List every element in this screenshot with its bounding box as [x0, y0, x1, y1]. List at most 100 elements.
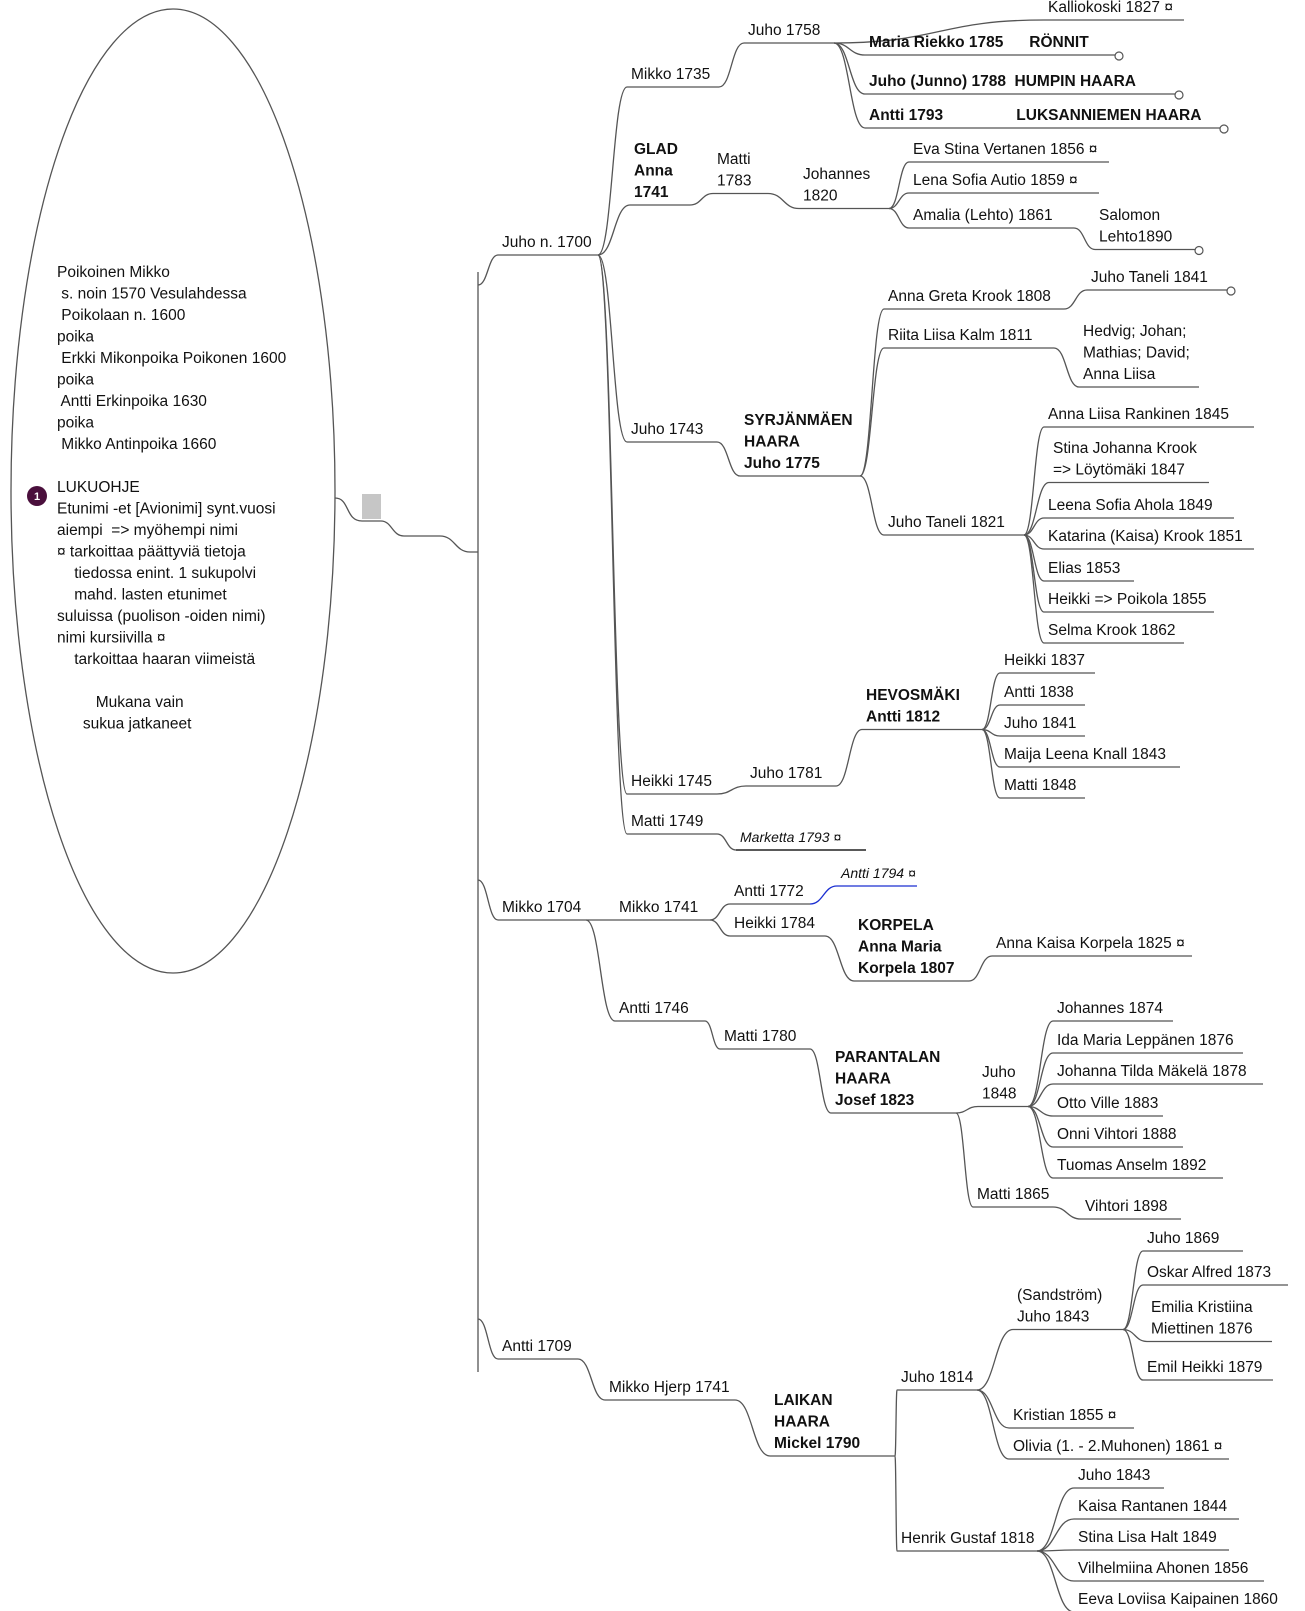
person-label-line: Antti 1772: [734, 883, 804, 900]
person-node-vilhelmiina1856[interactable]: Vilhelmiina Ahonen 1856: [1074, 1560, 1264, 1582]
person-node-juhotaneli1821[interactable]: Juho Taneli 1821: [884, 514, 1024, 536]
person-node-matti1780[interactable]: Matti 1780: [720, 1028, 810, 1050]
person-node-kalliokoski[interactable]: Kalliokoski 1827 ¤: [1044, 0, 1184, 21]
person-node-hedvig[interactable]: Hedvig; Johan;Mathias; David;Anna Liisa: [1079, 323, 1199, 388]
person-node-mikko1704[interactable]: Mikko 1704: [498, 899, 586, 921]
person-node-antti1793[interactable]: Antti 1793 LUKSANNIEMEN HAARA: [865, 107, 1229, 134]
person-node-olivia1861[interactable]: Olivia (1. - 2.Muhonen) 1861 ¤: [1009, 1438, 1229, 1460]
person-node-kaisa1844[interactable]: Kaisa Rantanen 1844: [1074, 1498, 1239, 1520]
person-node-juho1814[interactable]: Juho 1814: [897, 1369, 977, 1391]
tree-edge: [1023, 481, 1050, 536]
person-label-line: LAIKAN: [774, 1392, 833, 1409]
person-node-mikko1741[interactable]: Mikko 1741: [615, 899, 710, 921]
person-node-stinalisa1849[interactable]: Stina Lisa Halt 1849: [1074, 1529, 1229, 1551]
person-node-leena1849[interactable]: Leena Sofia Ahola 1849: [1044, 497, 1234, 519]
person-node-juho1788[interactable]: Juho (Junno) 1788 HUMPIN HAARA: [865, 73, 1184, 100]
person-node-matti1749[interactable]: Matti 1749: [627, 813, 717, 835]
person-node-antti1709[interactable]: Antti 1709: [498, 1338, 578, 1360]
person-node-juho1700[interactable]: Juho n. 1700: [498, 234, 598, 256]
person-node-anna1808[interactable]: Anna Greta Krook 1808: [884, 288, 1064, 310]
person-label-line: Anna Liisa Rankinen 1845: [1048, 406, 1229, 423]
expand-circle-icon[interactable]: [1194, 245, 1204, 256]
person-label: Kalliokoski 1827 ¤: [1048, 0, 1173, 16]
person-node-emil1879[interactable]: Emil Heikki 1879: [1143, 1359, 1273, 1381]
person-node-eeva1860[interactable]: Eeva Loviisa Kaipainen 1860: [1074, 1591, 1294, 1611]
tree-edge: [894, 1455, 898, 1552]
person-node-sandstrom1843[interactable]: (Sandström)Juho 1843: [1013, 1287, 1123, 1331]
person-node-henrik1818[interactable]: Henrik Gustaf 1818: [897, 1530, 1037, 1552]
person-node-otto1883[interactable]: Otto Ville 1883: [1053, 1095, 1163, 1117]
person-node-mikkohjerp1741[interactable]: Mikko Hjerp 1741: [605, 1379, 735, 1401]
person-node-juho1781[interactable]: Juho 1781: [746, 765, 836, 787]
person-node-juho1869[interactable]: Juho 1869: [1143, 1230, 1243, 1252]
expand-circle-icon[interactable]: [1114, 51, 1124, 61]
root-note-line: aiempi => myöhempi nimi: [57, 522, 238, 539]
person-node-matti1865[interactable]: Matti 1865: [973, 1186, 1053, 1208]
tree-edge: [716, 833, 737, 851]
person-label-line: GLAD: [634, 141, 678, 158]
person-label: Antti 1746: [619, 1000, 689, 1017]
person-node-lena1859[interactable]: Lena Sofia Autio 1859 ¤: [909, 172, 1099, 194]
tree-edge: [976, 1328, 1014, 1391]
person-node-tuomas1892[interactable]: Tuomas Anselm 1892: [1053, 1157, 1223, 1179]
person-node-maria1785[interactable]: Maria Riekko 1785 RÖNNIT: [865, 34, 1124, 61]
person-node-oskar1873[interactable]: Oskar Alfred 1873: [1143, 1264, 1288, 1286]
root-note-line: s. noin 1570 Vesulahdessa: [57, 286, 247, 303]
person-label-line: Eeva Loviisa Kaipainen 1860: [1078, 1591, 1278, 1608]
person-node-amalia1861[interactable]: Amalia (Lehto) 1861: [909, 207, 1074, 229]
person-node-selma1862[interactable]: Selma Krook 1862: [1044, 622, 1184, 644]
person-node-stina1847[interactable]: Stina Johanna Krook=> Löytömäki 1847: [1049, 440, 1209, 484]
person-node-vihtori1898[interactable]: Vihtori 1898: [1081, 1198, 1181, 1220]
person-node-antti1794[interactable]: Antti 1794 ¤: [837, 865, 917, 887]
person-node-annaliisa1845[interactable]: Anna Liisa Rankinen 1845: [1044, 406, 1254, 428]
person-node-juhotaneli1841[interactable]: Juho Taneli 1841: [1087, 269, 1236, 296]
person-node-juho1758[interactable]: Juho 1758: [744, 22, 834, 44]
person-node-juho1743[interactable]: Juho 1743: [627, 421, 717, 443]
person-node-riita1811[interactable]: Riita Liisa Kalm 1811: [884, 327, 1054, 349]
tree-edge: [734, 1399, 771, 1457]
person-node-elias1853[interactable]: Elias 1853: [1044, 560, 1134, 582]
person-node-maija1843[interactable]: Maija Leena Knall 1843: [1000, 746, 1180, 768]
person-node-juho1841[interactable]: Juho 1841: [1000, 715, 1085, 737]
person-node-eva1856[interactable]: Eva Stina Vertanen 1856 ¤: [909, 141, 1109, 163]
note-marker[interactable]: 1: [27, 486, 47, 506]
expand-circle-icon[interactable]: [1226, 286, 1236, 296]
expand-circle-icon[interactable]: [1219, 124, 1229, 134]
person-node-marketta1793[interactable]: Marketta 1793 ¤: [736, 829, 866, 851]
person-node-antti1838[interactable]: Antti 1838: [1000, 684, 1085, 706]
person-label: Antti 1772: [734, 883, 804, 900]
person-node-juho1843b[interactable]: Juho 1843: [1074, 1467, 1164, 1489]
person-node-kristian1855[interactable]: Kristian 1855 ¤: [1009, 1407, 1134, 1429]
person-label-line: Mikko 1741: [619, 899, 698, 916]
person-node-johannes1874[interactable]: Johannes 1874: [1053, 1000, 1173, 1022]
person-node-heikki1855[interactable]: Heikki => Poikola 1855: [1044, 591, 1214, 613]
tree-edge: [1023, 517, 1045, 536]
person-node-antti1746[interactable]: Antti 1746: [615, 1000, 705, 1022]
collapse-handle[interactable]: [362, 494, 381, 519]
person-node-matti1848[interactable]: Matti 1848: [1000, 777, 1085, 799]
person-label-line: HAARA: [835, 1071, 891, 1088]
person-node-katarina1851[interactable]: Katarina (Kaisa) Krook 1851: [1044, 528, 1254, 550]
person-node-heikki1837[interactable]: Heikki 1837: [1000, 652, 1095, 674]
person-node-onni1888[interactable]: Onni Vihtori 1888: [1053, 1126, 1183, 1148]
person-node-heikki1784[interactable]: Heikki 1784: [730, 915, 825, 937]
person-node-heikki1745[interactable]: Heikki 1745: [627, 773, 717, 795]
person-node-annakaisa1825[interactable]: Anna Kaisa Korpela 1825 ¤: [992, 935, 1192, 957]
person-node-antti1772[interactable]: Antti 1772: [730, 883, 810, 905]
person-node-johanna1878[interactable]: Johanna Tilda Mäkelä 1878: [1053, 1063, 1263, 1085]
expand-circle-icon[interactable]: [1174, 90, 1184, 100]
person-node-ida1876[interactable]: Ida Maria Leppänen 1876: [1053, 1032, 1243, 1054]
person-node-mikko1735[interactable]: Mikko 1735: [627, 66, 719, 88]
root-note-ellipse[interactable]: [10, 8, 336, 974]
